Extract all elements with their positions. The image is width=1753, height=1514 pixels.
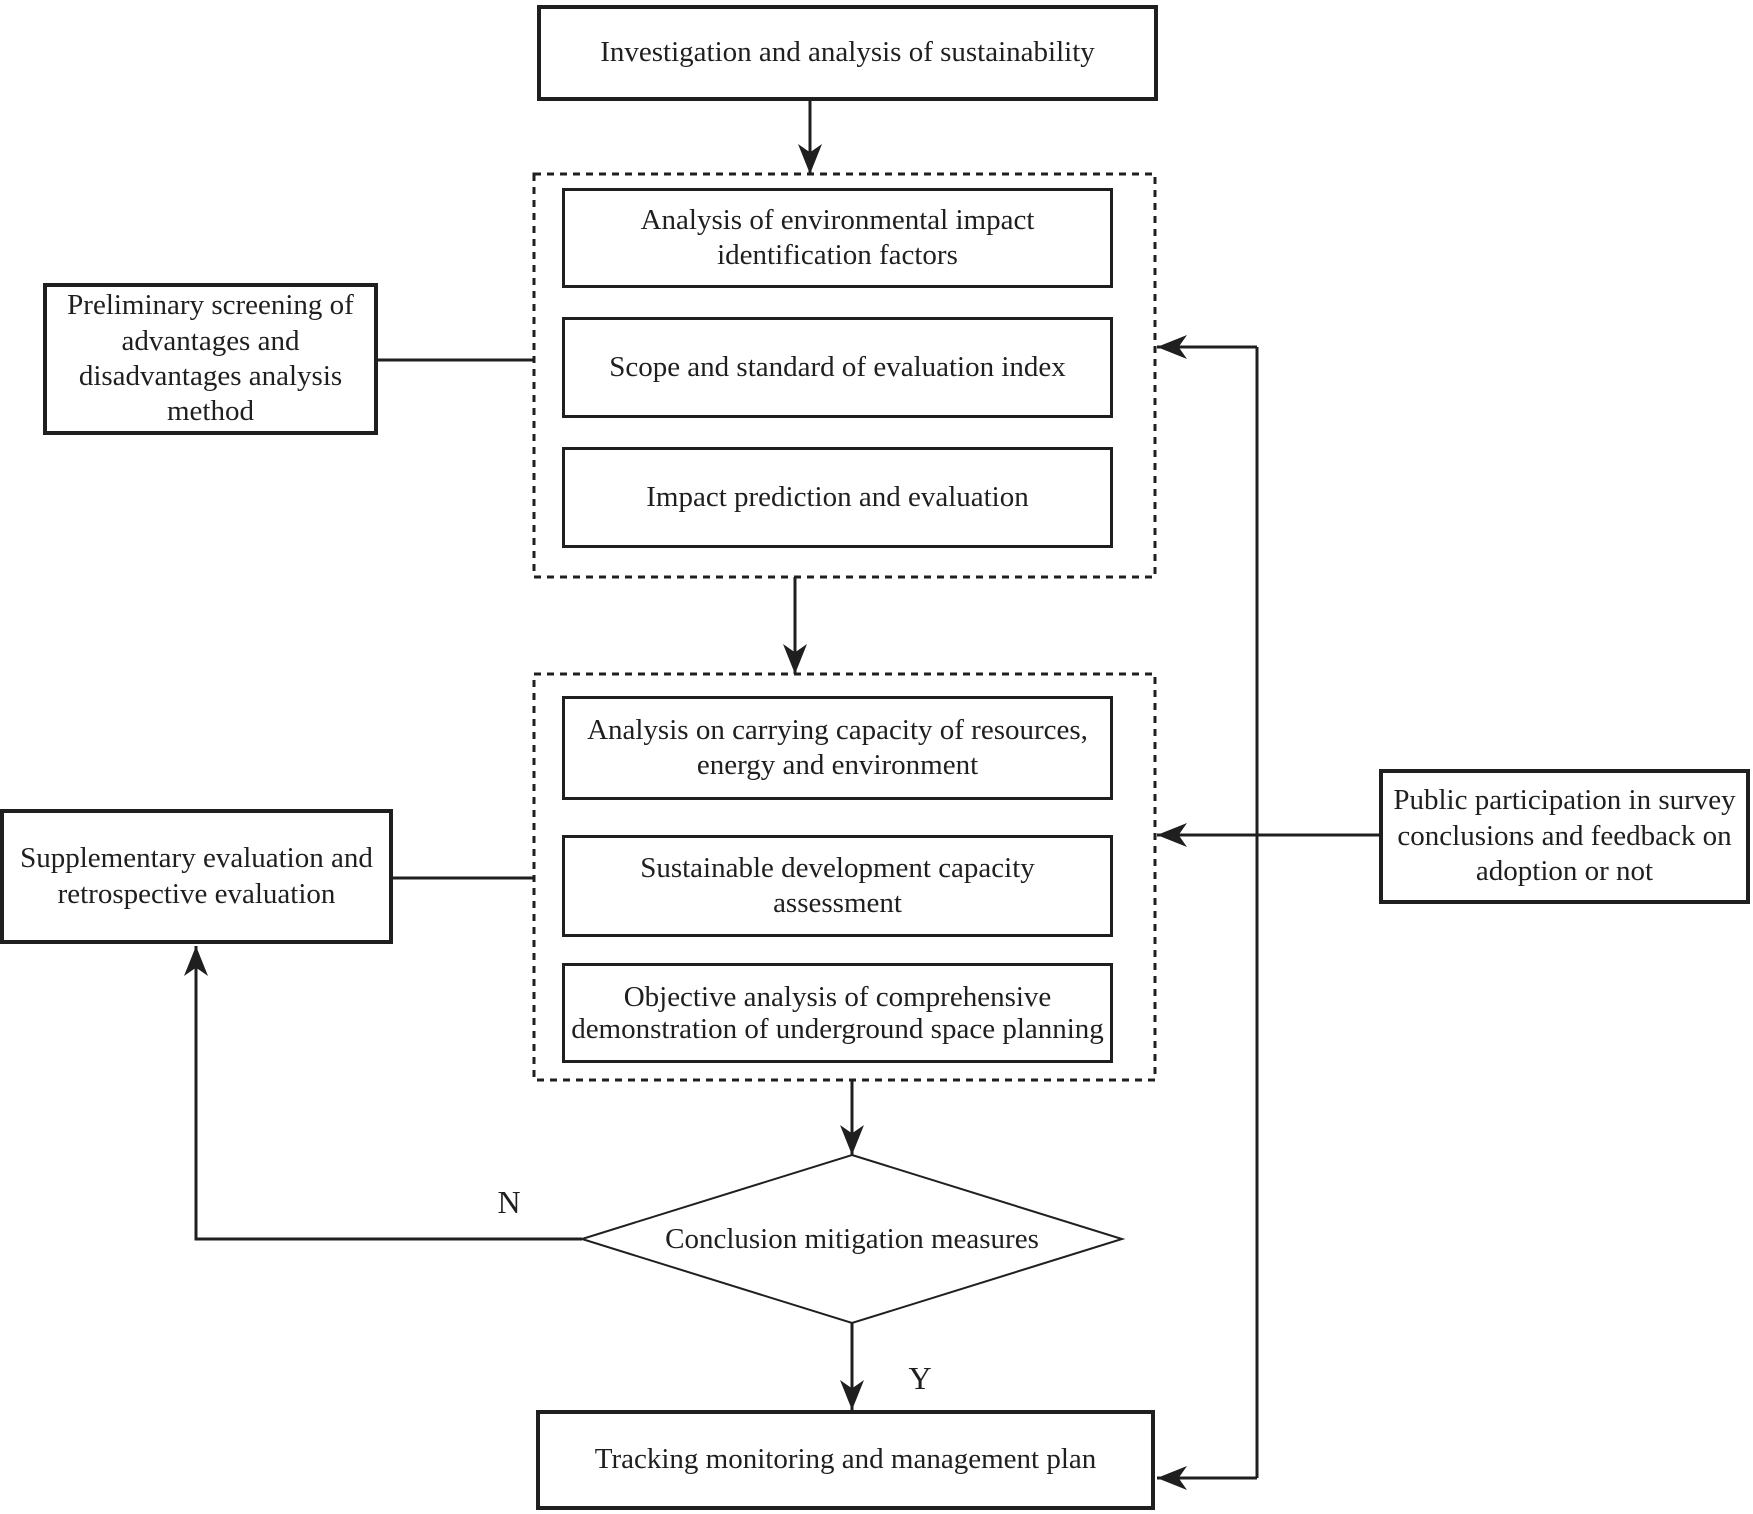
node-public-participation: Public participation in survey conclusio…	[1379, 769, 1750, 904]
dashed-group-impact-analysis	[532, 172, 1157, 579]
node-objective-analysis: Objective analysis of comprehensive demo…	[562, 963, 1113, 1063]
node-supplementary-evaluation: Supplementary evaluation and retrospecti…	[0, 809, 393, 944]
node-tracking-plan: Tracking monitoring and management plan	[536, 1410, 1155, 1510]
branch-label-no: N	[497, 1183, 521, 1220]
node-scope-standard: Scope and standard of evaluation index	[562, 317, 1113, 418]
node-investigation: Investigation and analysis of sustainabi…	[537, 5, 1158, 101]
node-sustainable-capacity: Sustainable development capacity assessm…	[562, 835, 1113, 937]
branch-label-yes: Y	[908, 1359, 932, 1396]
node-env-impact-factors: Analysis of environmental impact identif…	[562, 188, 1113, 288]
arrow-decision-no-to-supplementary	[184, 946, 582, 1241]
node-preliminary-screening: Preliminary screening of advantages and …	[43, 283, 378, 435]
decision-label: Conclusion mitigation measures	[665, 1222, 1039, 1255]
node-impact-prediction: Impact prediction and evaluation	[562, 447, 1113, 548]
node-carrying-capacity: Analysis on carrying capacity of resourc…	[562, 696, 1113, 800]
